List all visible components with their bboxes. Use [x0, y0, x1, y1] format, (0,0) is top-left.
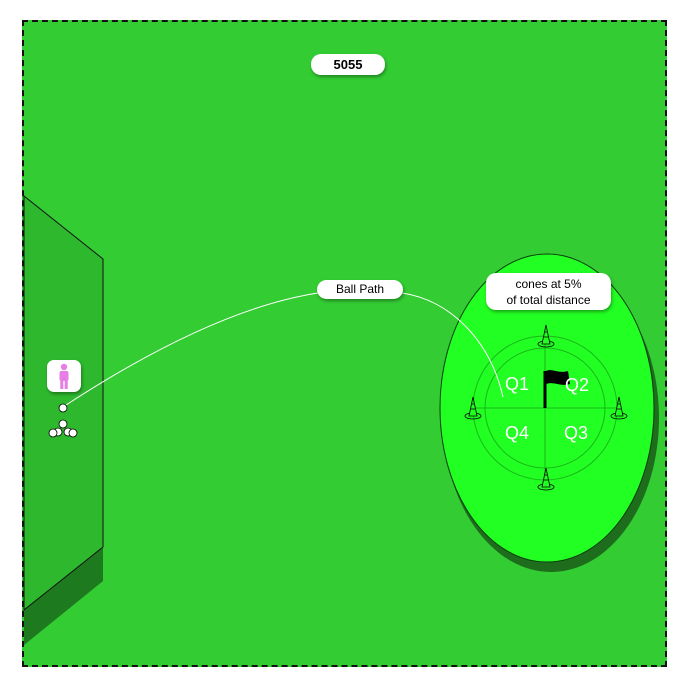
cones-note-line2: of total distance [506, 293, 591, 307]
ball-icon [58, 403, 68, 413]
person-icon [59, 363, 69, 389]
cone-icon [537, 467, 555, 491]
quadrant-q1-label: Q1 [505, 374, 530, 394]
ball-path-curve [62, 292, 504, 408]
diagram-title: 5055 [311, 54, 385, 75]
quadrant-q3-label: Q3 [564, 423, 589, 443]
cone-icon [610, 396, 628, 420]
ball-path-label: Ball Path [317, 280, 403, 299]
flag-icon [543, 370, 570, 408]
ball-pile [48, 419, 78, 438]
cones-note: cones at 5% of total distance [486, 273, 611, 310]
player-badge [47, 360, 81, 392]
quadrant-q4-label: Q4 [505, 423, 530, 443]
cone-icon [537, 324, 555, 348]
cones-note-line1: cones at 5% [515, 277, 582, 291]
tee-box [23, 194, 104, 612]
cone-icon [464, 396, 482, 420]
quadrant-q2-label: Q2 [565, 375, 590, 395]
